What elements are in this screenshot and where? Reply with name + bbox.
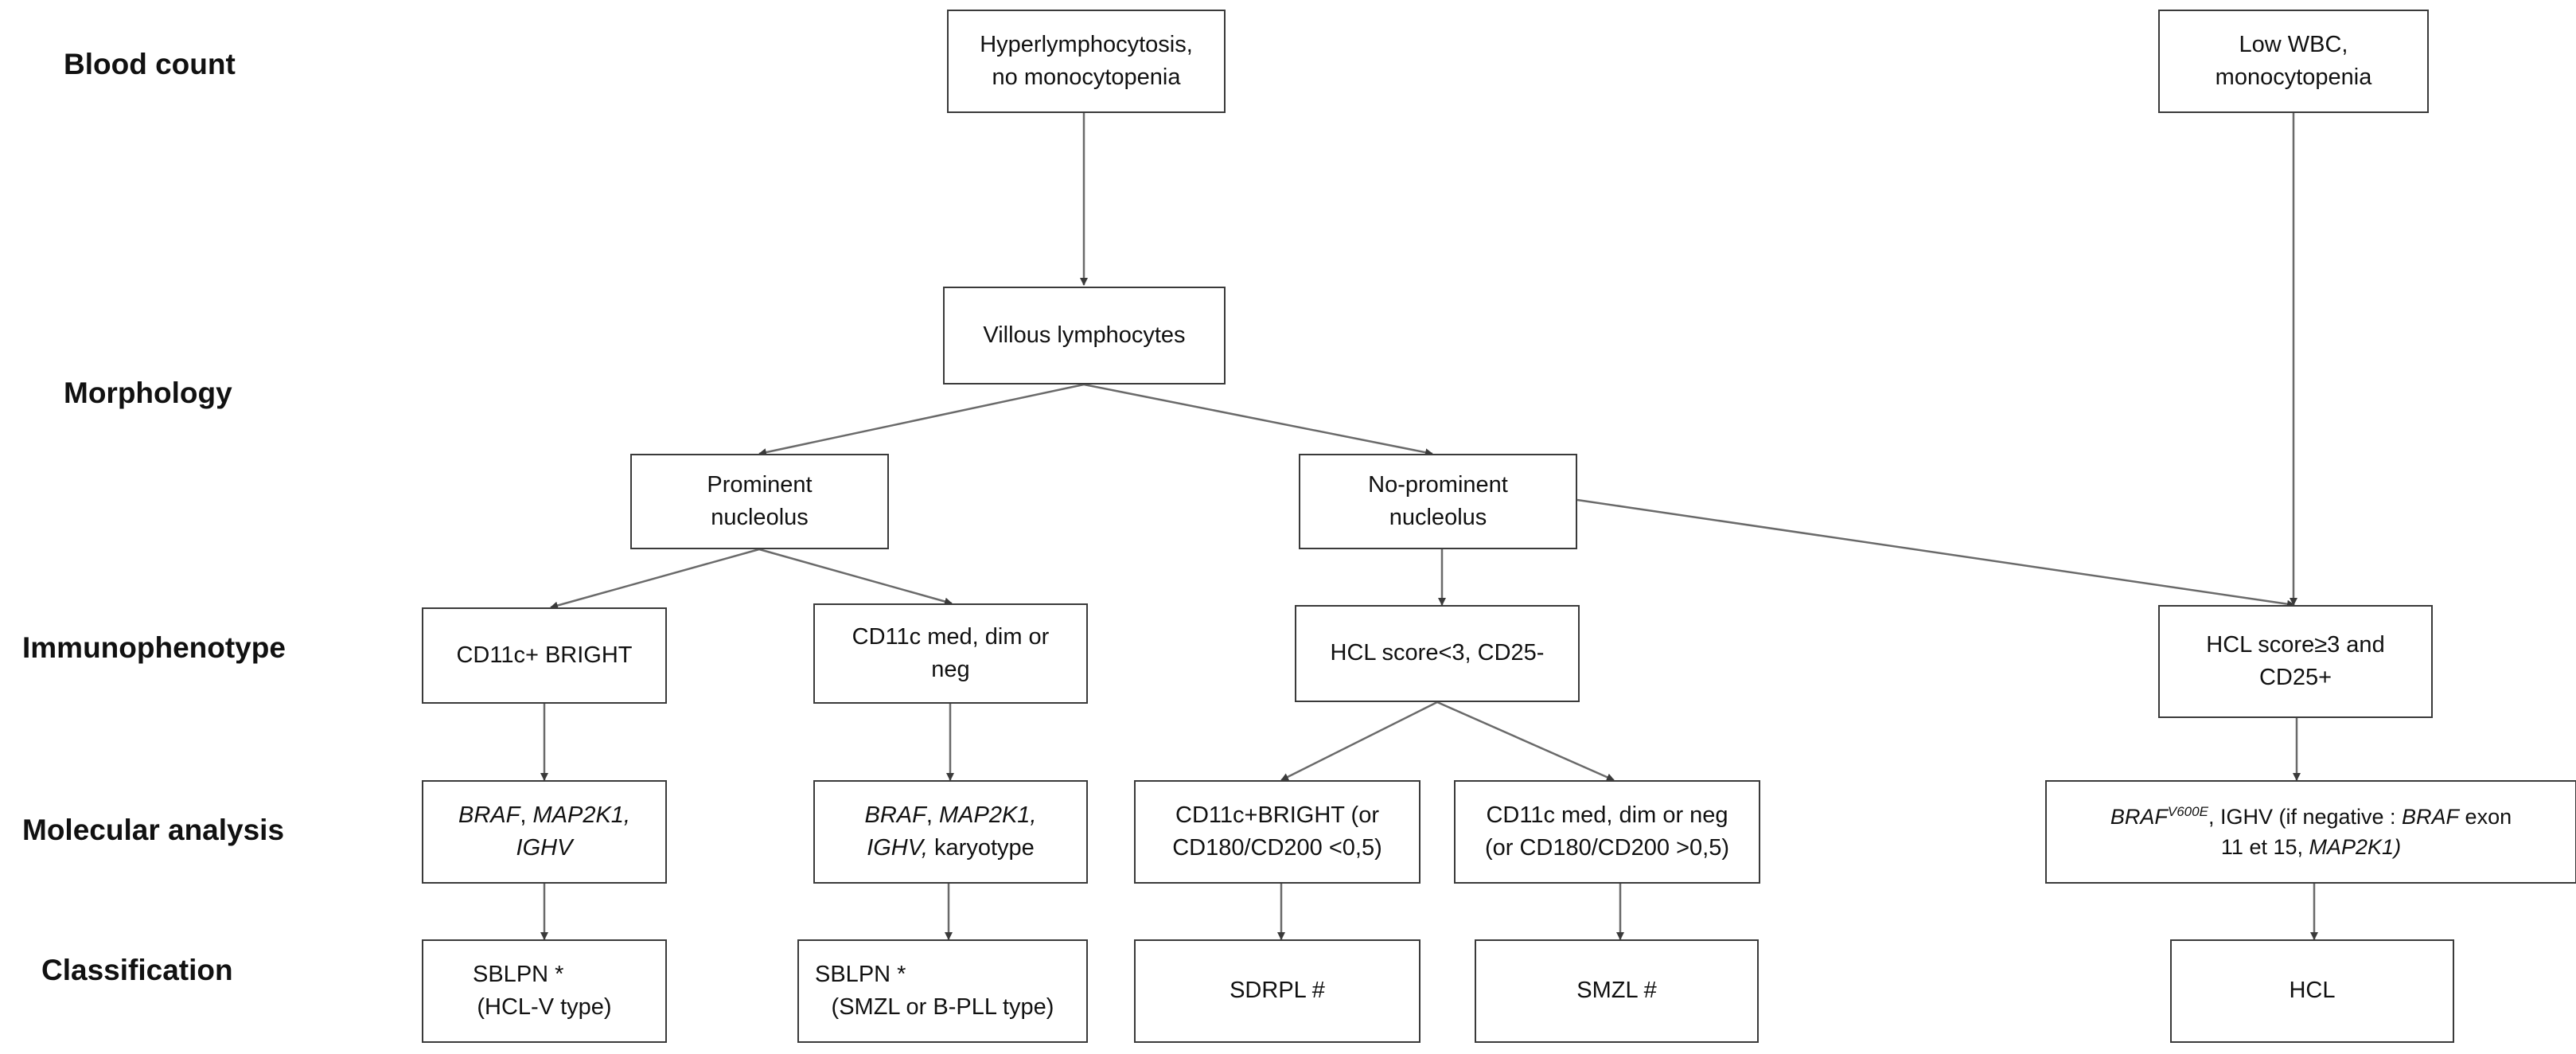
row-label-classification: Classification: [41, 954, 233, 986]
box-molecular-2: BRAF, MAP2K1, IGHV, karyotype: [813, 780, 1088, 884]
box-cd11c-med: CD11c med, dim or neg: [813, 603, 1088, 704]
box-sblpn-smzl-bpll-subtype: (SMZL or B-PLL type): [831, 994, 1054, 1020]
gene-ighv: IGHV: [516, 835, 573, 861]
box-no-prominent-line1: No-prominent: [1368, 471, 1508, 498]
arrow-villous-to-no-prominent: [1083, 383, 1433, 457]
box-low-wbc-line1: Low WBC,: [2239, 31, 2348, 57]
box-villous-lymphocytes-text: Villous lymphocytes: [983, 322, 1186, 348]
box-molecular-hcl-line1: BRAFV600E, IGHV (if negative : BRAF exon: [2110, 803, 2512, 829]
box-sblpn-hclv-subtype: (HCL-V type): [477, 994, 612, 1020]
box-no-prominent-nucleolus: No-prominent nucleolus: [1299, 454, 1577, 549]
arrow-prominent-to-cd11c-med: [758, 548, 953, 606]
gene-ighv: IGHV,: [867, 835, 928, 861]
box-hcl-score-high-line2: CD25+: [2258, 665, 2332, 690]
box-cd11c-med-ratio: CD11c med, dim or neg (or CD180/CD200 >0…: [1454, 780, 1760, 884]
box-smzl-text: SMZL #: [1576, 978, 1657, 1004]
box-smzl: SMZL #: [1475, 939, 1759, 1043]
box-hcl-text: HCL: [2289, 978, 2336, 1004]
gene-braf: BRAF: [2402, 804, 2460, 829]
gene-braf: BRAF: [458, 802, 520, 828]
box-molecular-hcl: BRAFV600E, IGHV (if negative : BRAF exon…: [2045, 780, 2576, 884]
box-hcl-score-high-line1: HCL score≥3 and: [2206, 631, 2385, 658]
arrow-hcl-score-low-to-cd11c-med-ratio: [1436, 701, 1615, 782]
box-hcl-score-low: HCL score<3, CD25-: [1295, 605, 1580, 702]
box-cd11c-med-ratio-line1: CD11c med, dim or neg: [1486, 802, 1728, 828]
box-cd11c-bright-ratio-line2: CD180/CD200 <0,5): [1172, 835, 1382, 861]
arrow-no-prominent-to-hcl-score-high: [1576, 498, 2295, 608]
row-label-molecular-analysis: Molecular analysis: [22, 814, 285, 846]
gene-map2k1: MAP2K1): [2309, 835, 2402, 859]
gene-braf: BRAF: [2110, 804, 2168, 829]
box-no-prominent-line2: nucleolus: [1389, 505, 1487, 530]
arrow-villous-to-prominent: [758, 383, 1085, 457]
box-molecular-hcl-line2: 11 et 15, MAP2K1): [2220, 835, 2402, 859]
box-sdrpl: SDRPL #: [1134, 939, 1421, 1043]
gene-map2k1: MAP2K1,: [938, 802, 1037, 828]
gene-map2k1: MAP2K1,: [532, 802, 630, 828]
row-label-blood-count: Blood count: [64, 48, 236, 80]
box-hyperlymphocytosis-line1: Hyperlymphocytosis,: [980, 31, 1193, 57]
box-sblpn-hclv: SBLPN * (HCL-V type): [422, 939, 667, 1043]
arrow-hcl-score-low-to-cd11c-bright-ratio: [1280, 701, 1438, 782]
box-hcl-score-high: HCL score≥3 and CD25+: [2158, 605, 2433, 718]
box-prominent-line2: nucleolus: [711, 505, 809, 530]
box-cd11c-med-ratio-line2: (or CD180/CD200 >0,5): [1484, 835, 1730, 861]
box-molecular-2-line1: BRAF, MAP2K1,: [864, 802, 1037, 828]
box-cd11c-bright-ratio: CD11c+BRIGHT (or CD180/CD200 <0,5): [1134, 780, 1421, 884]
braf-v600e-superscript: V600E: [2167, 803, 2208, 819]
box-sdrpl-text: SDRPL #: [1230, 978, 1325, 1004]
box-sblpn-smzl-bpll-name: SBLPN *: [815, 961, 906, 987]
box-sblpn-smzl-bpll: SBLPN * (SMZL or B-PLL type): [797, 939, 1088, 1043]
box-hyperlymphocytosis-line2: no monocytopenia: [992, 64, 1181, 90]
box-hcl: HCL: [2170, 939, 2454, 1043]
box-cd11c-bright-ratio-line1: CD11c+BRIGHT (or: [1175, 802, 1379, 828]
box-molecular-1-line1: BRAF, MAP2K1,: [458, 802, 630, 828]
gene-braf: BRAF: [864, 802, 926, 828]
box-cd11c-bright: CD11c+ BRIGHT: [422, 607, 667, 704]
row-label-morphology: Morphology: [64, 377, 232, 409]
row-label-immunophenotype: Immunophenotype: [22, 631, 286, 664]
box-sblpn-hclv-name: SBLPN *: [473, 961, 564, 987]
box-molecular-2-line2: IGHV, karyotype: [867, 835, 1035, 861]
box-cd11c-med-line1: CD11c med, dim or: [852, 623, 1050, 650]
box-hcl-score-low-text: HCL score<3, CD25-: [1330, 640, 1545, 666]
box-prominent-line1: Prominent: [707, 471, 813, 498]
box-molecular-1-line2: IGHV: [516, 832, 573, 865]
box-villous-lymphocytes: Villous lymphocytes: [943, 287, 1226, 385]
box-prominent-nucleolus: Prominent nucleolus: [630, 454, 889, 549]
arrow-prominent-to-cd11c-bright: [550, 548, 760, 610]
box-low-wbc: Low WBC, monocytopenia: [2158, 10, 2429, 113]
box-low-wbc-line2: monocytopenia: [2215, 64, 2372, 90]
box-hyperlymphocytosis: Hyperlymphocytosis, no monocytopenia: [947, 10, 1226, 113]
box-molecular-1: BRAF, MAP2K1, IGHV: [422, 780, 667, 884]
box-cd11c-bright-text: CD11c+ BRIGHT: [456, 642, 633, 668]
box-cd11c-med-line2: neg: [931, 657, 970, 682]
